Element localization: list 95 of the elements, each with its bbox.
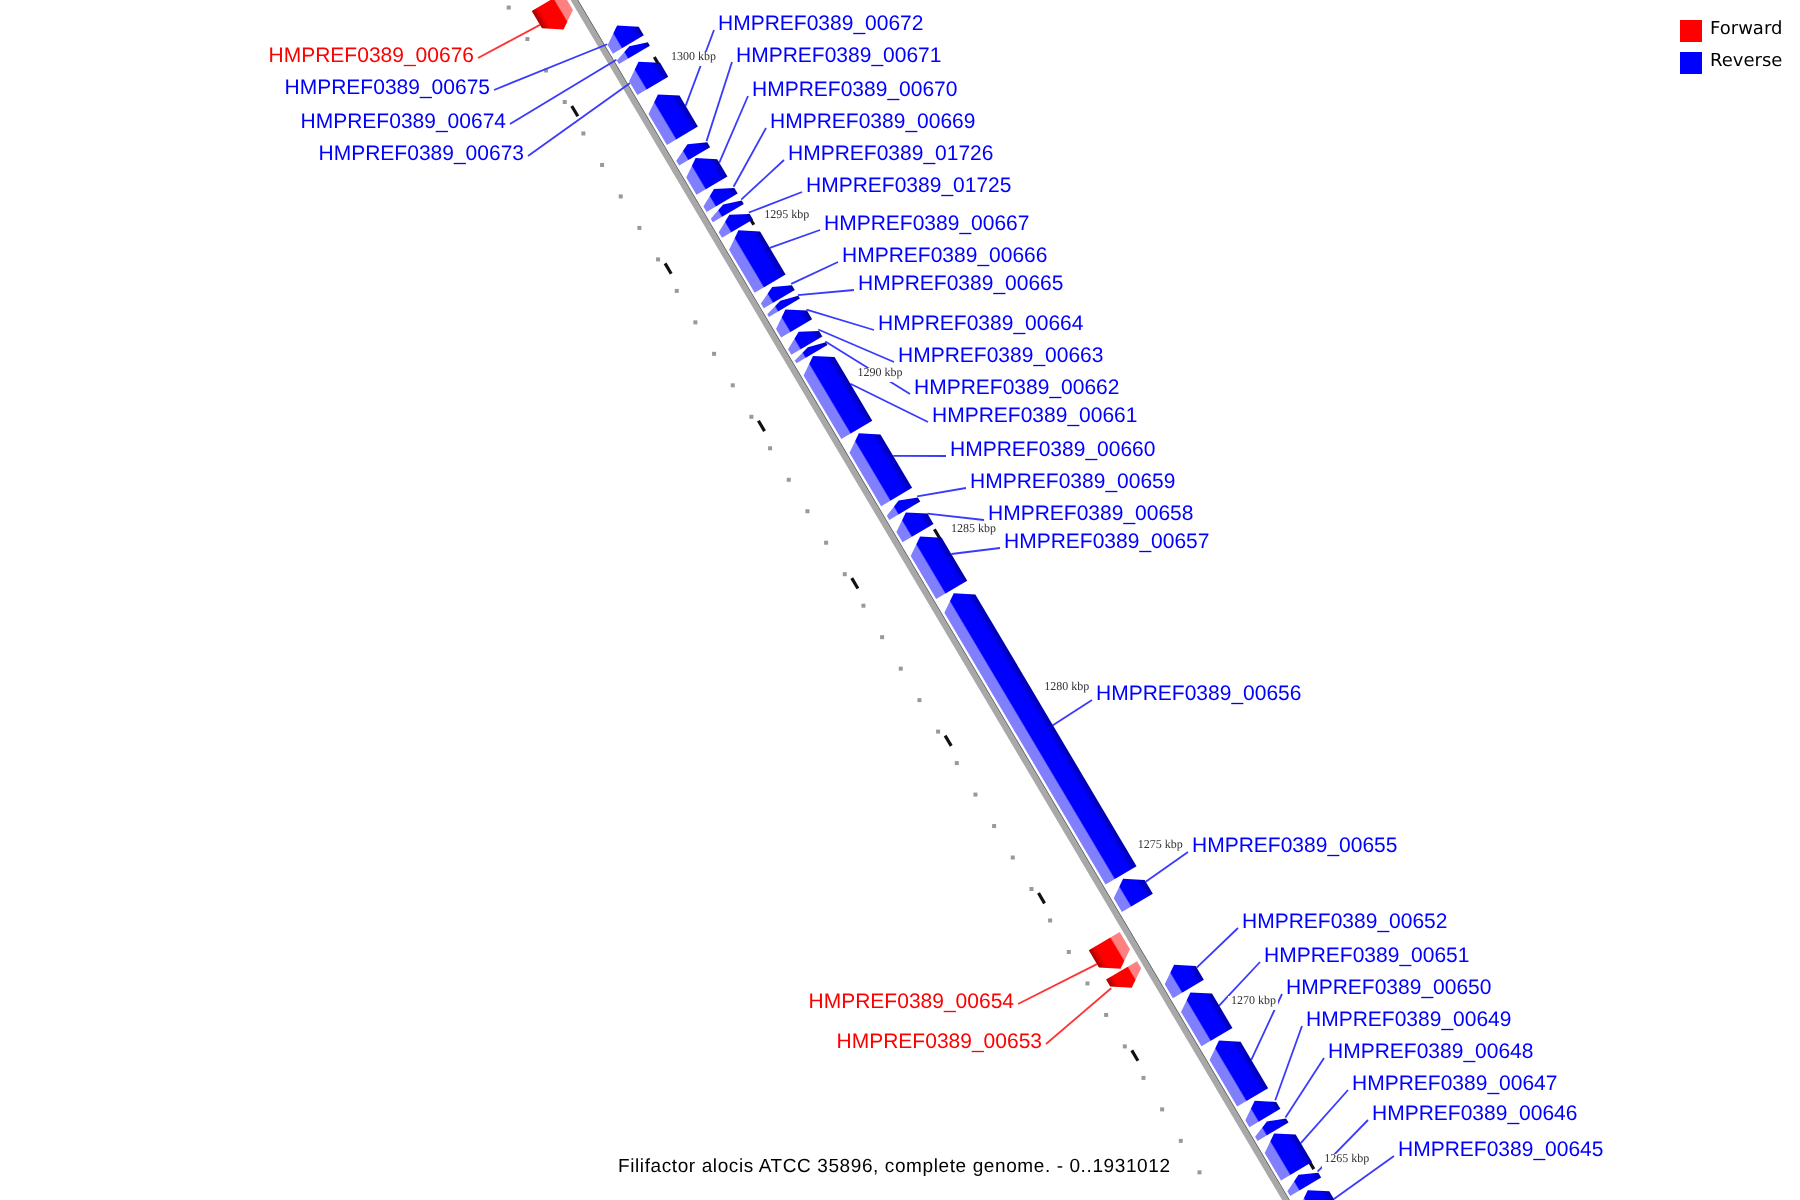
leader-line	[1218, 961, 1261, 1007]
gene-bar	[794, 342, 828, 364]
gene-bar	[686, 158, 728, 195]
leader-line	[926, 512, 985, 521]
gene-bar	[1106, 961, 1142, 988]
gene-label: HMPREF0389_00666	[842, 244, 1048, 268]
gene-label: HMPREF0389_00658	[988, 502, 1194, 526]
gene-label: HMPREF0389_00646	[1372, 1102, 1578, 1126]
gene-label: HMPREF0389_00645	[1398, 1138, 1604, 1162]
gene-label: HMPREF0389_01725	[806, 174, 1012, 198]
legend-label: Reverse	[1710, 52, 1783, 74]
gene-bar	[886, 497, 921, 520]
gene-bar	[767, 295, 800, 317]
gene-label: HMPREF0389_00649	[1306, 1008, 1512, 1032]
gene-bar	[710, 200, 744, 223]
leader-line	[1051, 699, 1093, 727]
gene-bar	[703, 188, 738, 212]
leader-line	[477, 23, 541, 59]
gene-bar	[896, 512, 934, 543]
leader-line	[527, 82, 632, 157]
leader-line	[1299, 1089, 1349, 1145]
gene-label: HMPREF0389_00648	[1328, 1040, 1534, 1064]
gene-bar	[788, 330, 823, 355]
gene-bar	[1088, 932, 1130, 969]
leader-line	[1017, 963, 1098, 1005]
gene-bar	[676, 142, 711, 166]
leader-line	[1333, 1155, 1395, 1200]
gene-bar	[729, 230, 786, 293]
leader-line	[747, 191, 803, 214]
gene-label: HMPREF0389_00660	[950, 438, 1156, 462]
leader-line	[817, 328, 895, 363]
gene-label: HMPREF0389_00656	[1096, 682, 1302, 706]
gene-label: HMPREF0389_00654	[808, 990, 1014, 1014]
gene-label: HMPREF0389_00665	[858, 272, 1064, 296]
leader-line	[740, 159, 785, 201]
leader-line	[705, 61, 733, 143]
gene-label: HMPREF0389_00673	[318, 142, 524, 166]
gene-bar	[648, 94, 698, 145]
gene-label: HMPREF0389_00664	[878, 312, 1084, 336]
gene-bar	[1181, 992, 1233, 1047]
gene-label: HMPREF0389_00663	[898, 344, 1104, 368]
gene-label: HMPREF0389_00650	[1286, 976, 1492, 1000]
gene-bar	[531, 0, 573, 30]
leader-line	[1045, 987, 1113, 1045]
leader-line	[509, 58, 618, 125]
gene-bar	[849, 433, 913, 507]
leader-line	[849, 382, 929, 423]
leader-line	[1274, 1025, 1303, 1102]
leader-line	[790, 261, 839, 285]
gene-bar	[1164, 964, 1204, 999]
leader-line	[796, 289, 855, 296]
gene-label: HMPREF0389_00669	[770, 110, 976, 134]
gene-label: HMPREF0389_00651	[1264, 944, 1470, 968]
leader-line	[1284, 1057, 1325, 1119]
gene-label: HMPREF0389_01726	[788, 142, 994, 166]
gene-label: HMPREF0389_00674	[300, 110, 506, 134]
leader-line	[916, 487, 967, 498]
gene-bar	[1209, 1040, 1269, 1107]
gene-bar	[616, 42, 650, 65]
gene-bar	[629, 61, 669, 95]
gene-label: HMPREF0389_00653	[836, 1030, 1042, 1054]
gene-bar	[1113, 878, 1153, 913]
gene-bar	[1287, 1172, 1322, 1196]
leader-line	[805, 308, 875, 331]
leader-line	[493, 43, 609, 91]
leader-line	[1250, 993, 1283, 1061]
gene-label: HMPREF0389_00657	[1004, 530, 1210, 554]
gene-bar	[1245, 1100, 1281, 1128]
leader-line	[718, 95, 749, 164]
leader-line	[892, 455, 947, 457]
gene-bar	[760, 285, 795, 309]
leader-line	[768, 229, 821, 249]
legend-label: Forward	[1710, 20, 1783, 42]
gene-label: HMPREF0389_00676	[268, 44, 474, 68]
gene-label: HMPREF0389_00670	[752, 78, 958, 102]
leader-line	[1195, 927, 1239, 969]
gene-label: HMPREF0389_00671	[736, 44, 942, 68]
gene-label: HMPREF0389_00652	[1242, 910, 1448, 934]
gene-label: HMPREF0389_00661	[932, 404, 1138, 428]
caption: Filifactor alocis ATCC 35896, complete genome. - 0..1931012	[618, 1156, 1171, 1180]
gene-bar	[607, 25, 644, 54]
leader-line	[732, 127, 767, 188]
gene-label: HMPREF0389_00647	[1352, 1072, 1558, 1096]
gene-bar	[1255, 1118, 1289, 1141]
leader-line	[950, 547, 1001, 555]
gene-label: HMPREF0389_00655	[1192, 834, 1398, 858]
gene-label: HMPREF0389_00662	[914, 376, 1120, 400]
gene-label: HMPREF0389_00667	[824, 212, 1030, 236]
gene-label: HMPREF0389_00672	[718, 12, 924, 36]
gene-bar	[776, 309, 813, 338]
gene-label: HMPREF0389_00659	[970, 470, 1176, 494]
gene-bar	[718, 213, 753, 238]
gene-label: HMPREF0389_00675	[284, 76, 490, 100]
gene-bar	[910, 536, 968, 600]
leader-line	[1144, 851, 1189, 883]
